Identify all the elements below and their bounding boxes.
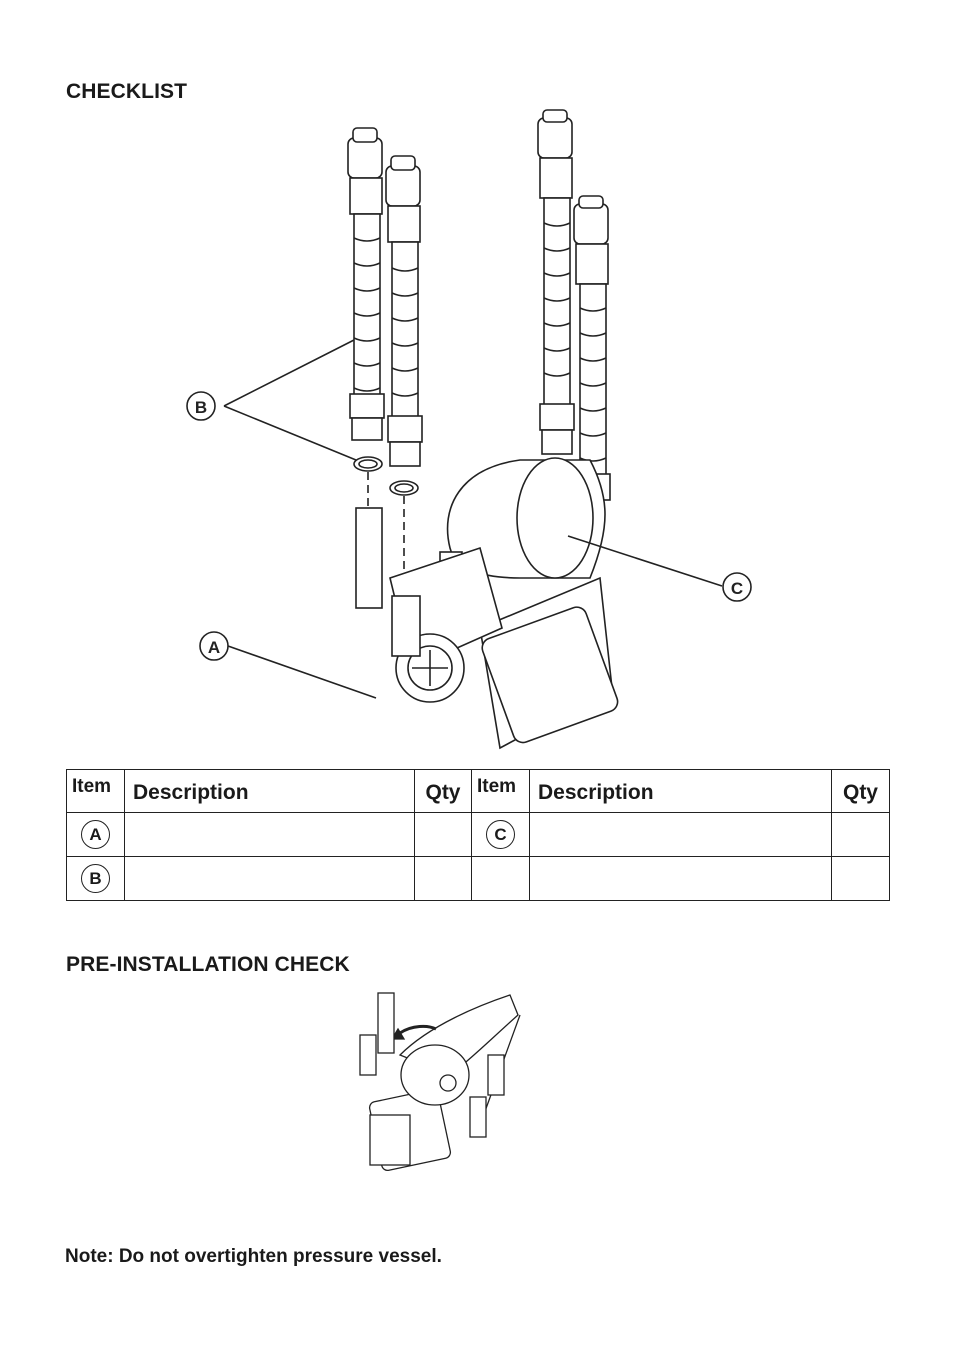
hose-right-1 [537, 109, 575, 455]
item-badge-b: B [81, 864, 110, 893]
table-row: A C [66, 812, 890, 857]
washer-left-2 [389, 480, 419, 496]
table-header-row: Item Description Qty Item Description Qt… [66, 769, 890, 813]
description-cell [124, 812, 415, 857]
qty-cell [831, 856, 890, 901]
header-description: Description [124, 769, 415, 813]
outlet-port [391, 595, 421, 657]
hose-right-2 [573, 195, 611, 501]
qty-cell [414, 856, 472, 901]
pump-assembly-diagram: B A C [150, 108, 810, 756]
pre-installation-heading: PRE-INSTALLATION CHECK [66, 953, 350, 976]
callout-a: A [208, 638, 220, 657]
checklist-table: Item Description Qty Item Description Qt… [66, 769, 890, 901]
header-item-2: Item [471, 769, 530, 813]
checklist-heading: CHECKLIST [66, 80, 188, 103]
port-small-1 [377, 992, 395, 1054]
item-badge-a: A [81, 820, 110, 849]
description-cell [124, 856, 415, 901]
hose-left-1 [347, 127, 385, 441]
qty-cell [831, 812, 890, 857]
description-cell [529, 812, 832, 857]
qty-cell [414, 812, 472, 857]
washer-left-1 [353, 456, 383, 472]
callout-c: C [731, 579, 743, 598]
item-cell-c: C [471, 812, 530, 857]
table-row: B [66, 856, 890, 901]
header-description-2: Description [529, 769, 832, 813]
callout-b: B [195, 398, 207, 417]
item-cell-a: A [66, 812, 125, 857]
inlet-port [355, 507, 383, 609]
item-cell-empty [471, 856, 530, 901]
pressure-vessel [439, 457, 606, 579]
vessel-small [400, 1044, 470, 1106]
note-text: Note: Do not overtighten pressure vessel… [65, 1246, 442, 1267]
hose-left-2 [385, 155, 423, 467]
header-qty-2: Qty [831, 769, 890, 813]
header-item: Item [66, 769, 125, 813]
description-cell [529, 856, 832, 901]
header-qty: Qty [414, 769, 472, 813]
pump-body [389, 546, 619, 750]
item-badge-c: C [486, 820, 515, 849]
hand-turning-pump-illustration [340, 985, 540, 1180]
item-cell-b: B [66, 856, 125, 901]
